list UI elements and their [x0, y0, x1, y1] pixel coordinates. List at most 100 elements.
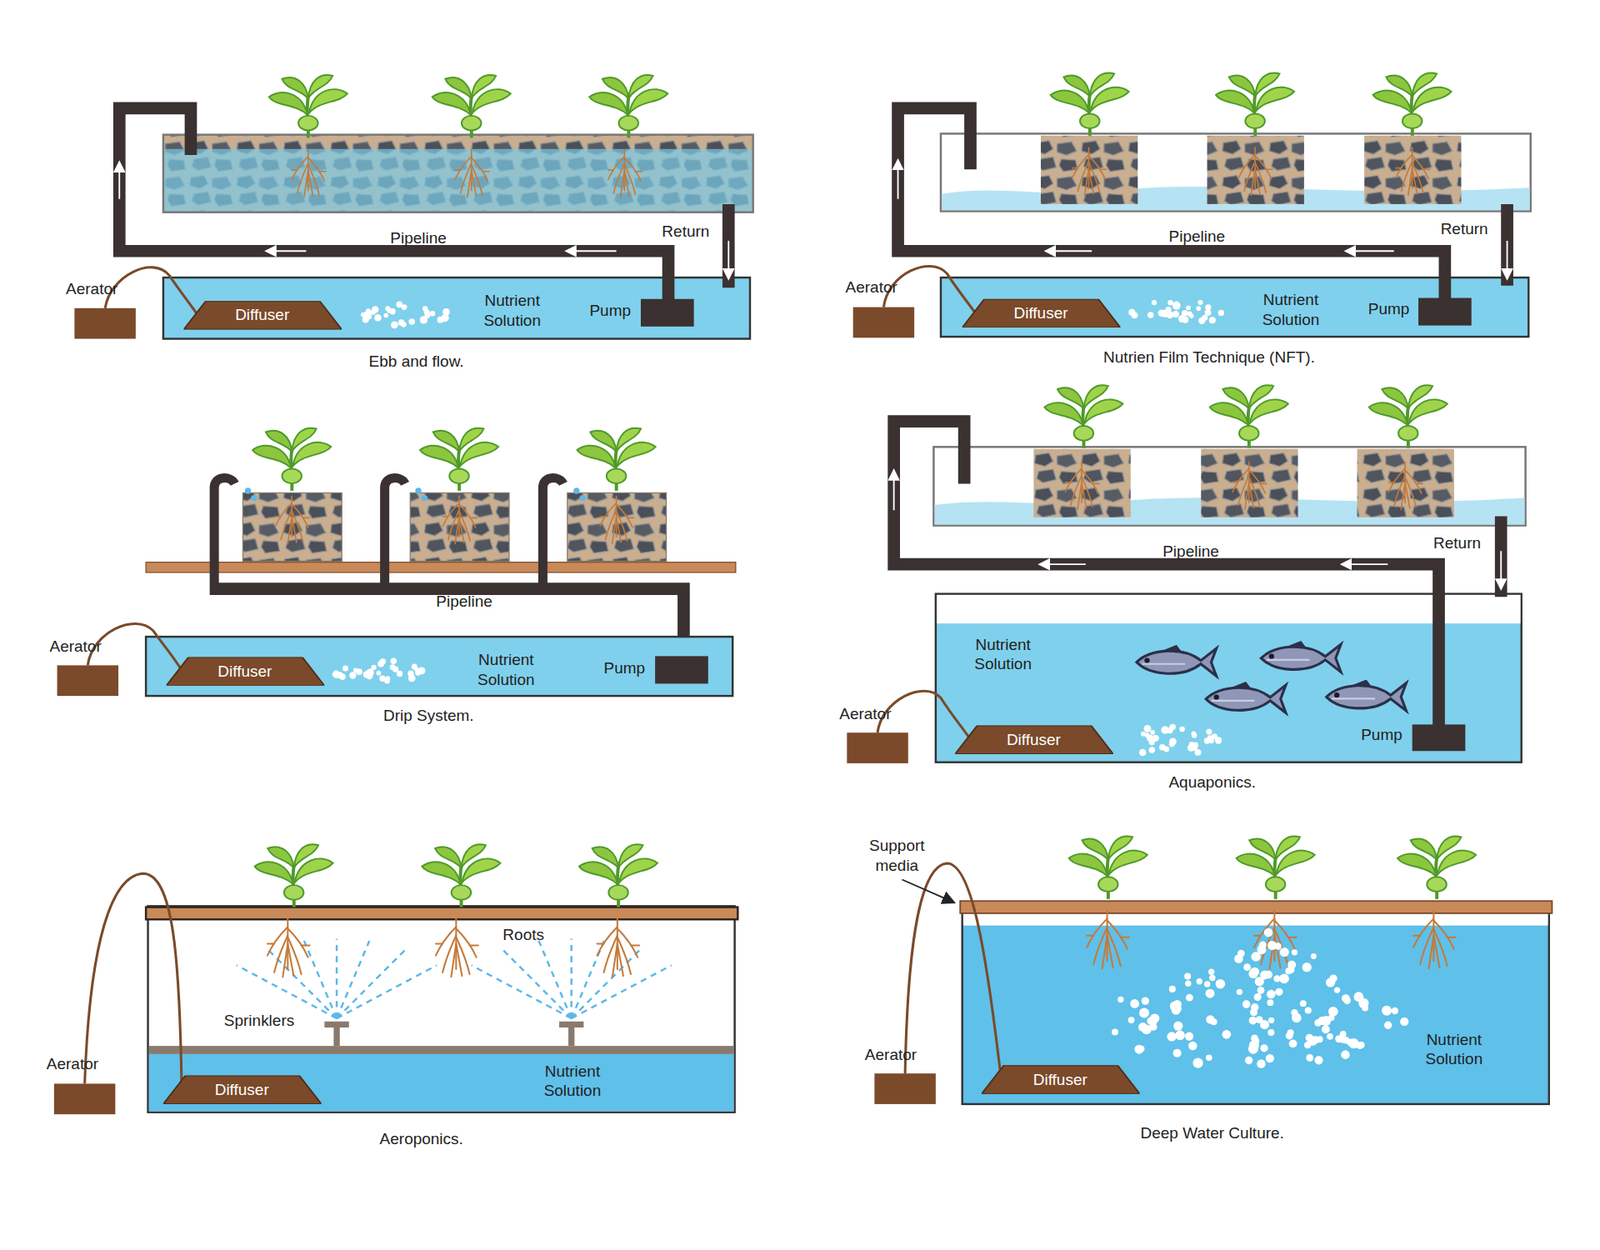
air-bubble: [1287, 1029, 1295, 1036]
drawing-use: [1236, 835, 1315, 899]
drawing-rect: [1200, 449, 1298, 518]
text-label: Nutrien Film Technique (NFT).: [1103, 348, 1315, 368]
drawing-path: [722, 204, 735, 288]
air-bubble: [1144, 725, 1152, 733]
air-bubble: [1139, 749, 1147, 757]
drawing-path: [877, 690, 972, 741]
air-bubble: [1304, 1041, 1312, 1050]
air-bubble: [408, 675, 416, 683]
drawing-path: [471, 965, 572, 1019]
air-bubble: [366, 314, 373, 320]
text-label: Support media: [855, 836, 938, 875]
drawing-g: [245, 487, 586, 501]
air-bubble: [1159, 744, 1166, 751]
air-bubble: [1305, 1054, 1314, 1062]
air-bubble: [1172, 310, 1180, 318]
drawing-use: [421, 844, 500, 907]
air-bubble: [1300, 1000, 1307, 1007]
air-bubble: [1260, 1044, 1268, 1052]
diffuser-shape: Diffuser: [183, 300, 342, 330]
drawing-path: [570, 939, 572, 1020]
ebb-flow-panel: [74, 75, 753, 340]
drawing-use: [1254, 910, 1297, 970]
drawing-circle: [580, 495, 586, 501]
drawing-use: [1069, 835, 1148, 899]
air-bubble: [1140, 731, 1146, 737]
diffuser-shape: Diffuser: [162, 1075, 321, 1105]
air-bubble: [425, 312, 431, 319]
drawing-g: [1111, 928, 1409, 1069]
air-bubble: [1340, 1036, 1346, 1043]
air-bubble: [1173, 1049, 1182, 1058]
diffuser-label: Diffuser: [980, 1070, 1140, 1089]
text-label: Nutrient Solution: [466, 650, 547, 690]
drawing-path: [119, 108, 669, 305]
drawing-path: [236, 965, 337, 1019]
air-bubble: [1173, 1021, 1183, 1031]
air-bubble: [1257, 986, 1265, 995]
drawing-use: [1260, 640, 1341, 672]
air-bubble: [370, 665, 376, 670]
text-label: Pump: [604, 658, 646, 678]
air-bubble: [1279, 973, 1290, 984]
nft-panel: [853, 73, 1531, 339]
air-bubble: [395, 301, 403, 309]
text-label: Pipeline: [435, 592, 493, 612]
air-bubble: [1134, 1045, 1144, 1055]
air-bubble: [1185, 980, 1191, 986]
drawing-path: [567, 250, 617, 252]
air-bubble: [1141, 996, 1150, 1005]
air-bubble: [1210, 1018, 1218, 1025]
drawing-use: [577, 428, 656, 491]
drawing-path: [1495, 516, 1508, 598]
air-bubble: [1291, 949, 1298, 955]
air-bubble: [1185, 994, 1194, 1002]
air-bubble: [1205, 989, 1215, 999]
drawing-use: [1369, 385, 1448, 448]
drawing-path: [897, 160, 900, 199]
drawing-use: [589, 75, 668, 138]
air-bubble: [1310, 953, 1317, 960]
air-bubble: [408, 318, 415, 325]
air-bubble: [385, 675, 390, 681]
air-bubble: [1248, 1044, 1259, 1055]
drawing-path: [87, 623, 184, 674]
air-bubble: [1256, 1059, 1266, 1069]
text-label: Pump: [1368, 299, 1410, 319]
drawing-path: [727, 240, 730, 278]
drawing-use: [600, 495, 635, 544]
drawing-rect: [163, 135, 754, 213]
air-bubble: [1255, 1015, 1264, 1024]
drawing-path: [336, 949, 406, 1019]
drawing-path: [1346, 250, 1394, 252]
air-bubble: [376, 670, 382, 676]
drawing-use: [1232, 461, 1267, 510]
drawing-use: [1086, 910, 1130, 970]
air-bubble: [1170, 724, 1176, 730]
air-bubble: [1205, 304, 1211, 310]
air-bubble: [1358, 998, 1369, 1009]
drawing-path: [304, 940, 337, 1019]
drip-panel: [57, 428, 736, 696]
drawing-rect: [163, 135, 754, 213]
text-label: Roots: [502, 925, 545, 945]
air-bubble: [1172, 301, 1180, 310]
drawing-rect: [145, 907, 738, 920]
drawing-use: [267, 918, 310, 978]
air-bubble: [1305, 1006, 1312, 1014]
drawing-path: [901, 880, 953, 903]
air-bubble: [1150, 1013, 1160, 1023]
diffuser-body: [183, 300, 342, 330]
text-label: Nutrient Solution: [1250, 290, 1331, 330]
text-label: Aerator: [865, 1045, 917, 1065]
drawing-use: [275, 495, 310, 544]
text-label: Pipeline: [390, 229, 447, 249]
air-bubble: [1400, 1017, 1409, 1026]
air-bubble: [1218, 310, 1225, 316]
text-label: Aquaponics.: [1168, 773, 1255, 793]
text-label: Ebb and flow.: [369, 352, 465, 372]
diffuser-label: Diffuser: [162, 1080, 321, 1100]
air-bubble: [396, 670, 403, 677]
text-label: Return: [1433, 534, 1481, 554]
